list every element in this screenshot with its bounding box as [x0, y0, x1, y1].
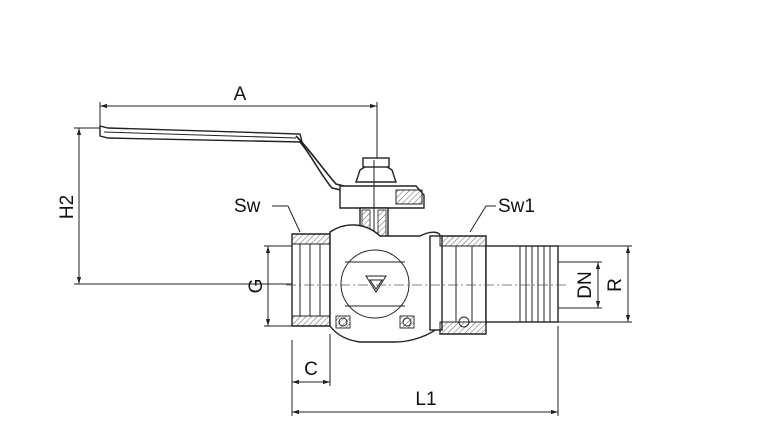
label-l1: L1 — [415, 389, 436, 410]
label-a: A — [234, 84, 247, 105]
dimension-g: G — [246, 245, 292, 327]
dimension-l1: L1 — [292, 326, 559, 416]
label-sw1: Sw1 — [498, 196, 535, 217]
label-sw: Sw — [234, 196, 261, 217]
lever-handle — [99, 125, 353, 193]
male-tail — [485, 245, 559, 323]
sw-callout: Sw — [234, 196, 301, 233]
sw1-callout: Sw1 — [469, 196, 535, 233]
dimension-dn-r: DN R — [558, 245, 632, 323]
label-g: G — [246, 279, 267, 294]
dimension-a: A — [99, 84, 378, 160]
valve-body — [291, 224, 441, 343]
label-h2: H2 — [57, 195, 78, 219]
label-dn: DN — [575, 271, 596, 298]
dimension-h2: H2 — [57, 127, 300, 285]
dimension-c: C — [291, 334, 331, 416]
label-c: C — [304, 359, 318, 380]
label-r: R — [605, 278, 626, 292]
